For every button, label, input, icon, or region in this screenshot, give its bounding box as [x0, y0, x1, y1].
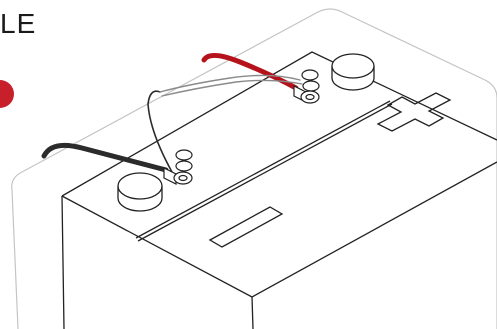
accent-marker-dot	[0, 80, 14, 108]
ghost-battery-outline	[11, 8, 497, 329]
positive-clamp	[293, 69, 320, 104]
battery-body	[61, 51, 497, 329]
positive-cable	[159, 53, 303, 97]
minus-symbol-icon	[208, 206, 284, 248]
negative-terminal-post	[117, 172, 163, 212]
negative-cable	[41, 90, 173, 173]
negative-clamp	[163, 149, 193, 185]
positive-terminal-post	[331, 53, 375, 91]
plus-symbol-icon	[376, 92, 452, 132]
partial-heading: LE	[0, 8, 37, 39]
